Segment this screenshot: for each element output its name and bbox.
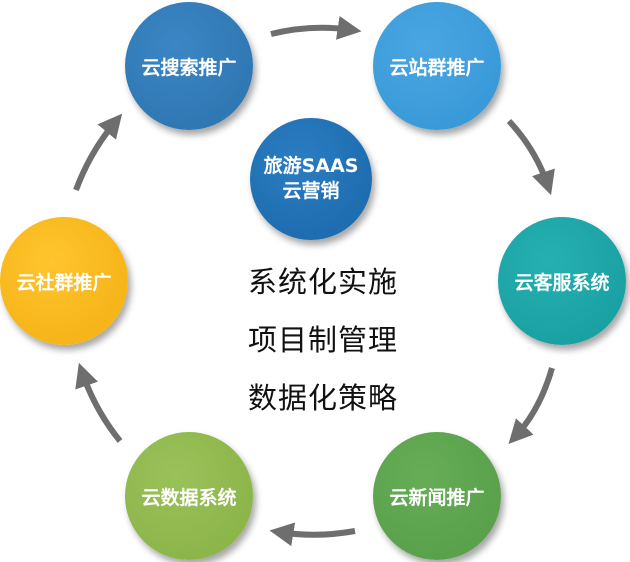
arrow-community-to-search (73, 113, 123, 192)
node-cloud-site-promotion: 云站群推广 (373, 2, 501, 130)
arrow-data-to-community (75, 362, 123, 443)
principle-item: 系统化实施 (247, 265, 398, 299)
principle-item: 项目制管理 (247, 323, 398, 357)
node-label: 云站群推广 (389, 56, 485, 79)
node-cloud-customer-service: 云客服系统 (498, 217, 626, 345)
node-label: 云搜索推广 (141, 56, 237, 79)
arrow-service-to-news (508, 367, 555, 445)
node-cloud-data-system: 云数据系统 (125, 432, 253, 560)
arrow-news-to-data (269, 522, 356, 547)
node-label: 云数据系统 (141, 486, 237, 509)
node-cloud-search-promotion: 云搜索推广 (125, 2, 253, 130)
node-cloud-community-promotion: 云社群推广 (0, 217, 128, 345)
principles-list: 系统化实施 项目制管理 数据化策略 (228, 262, 418, 436)
arrow-site-to-service (506, 118, 555, 196)
principle-item: 数据化策略 (247, 381, 398, 415)
node-cloud-news-promotion: 云新闻推广 (373, 432, 501, 560)
center-title-line1: 旅游SAAS (263, 155, 359, 177)
node-label: 云社群推广 (16, 271, 112, 294)
center-node-tourism-saas: 旅游SAAS 云营销 (250, 118, 372, 240)
arrow-search-to-site (270, 15, 362, 40)
node-label: 云新闻推广 (389, 486, 485, 509)
node-label: 云客服系统 (514, 271, 610, 294)
center-title-line2: 云营销 (282, 180, 340, 202)
